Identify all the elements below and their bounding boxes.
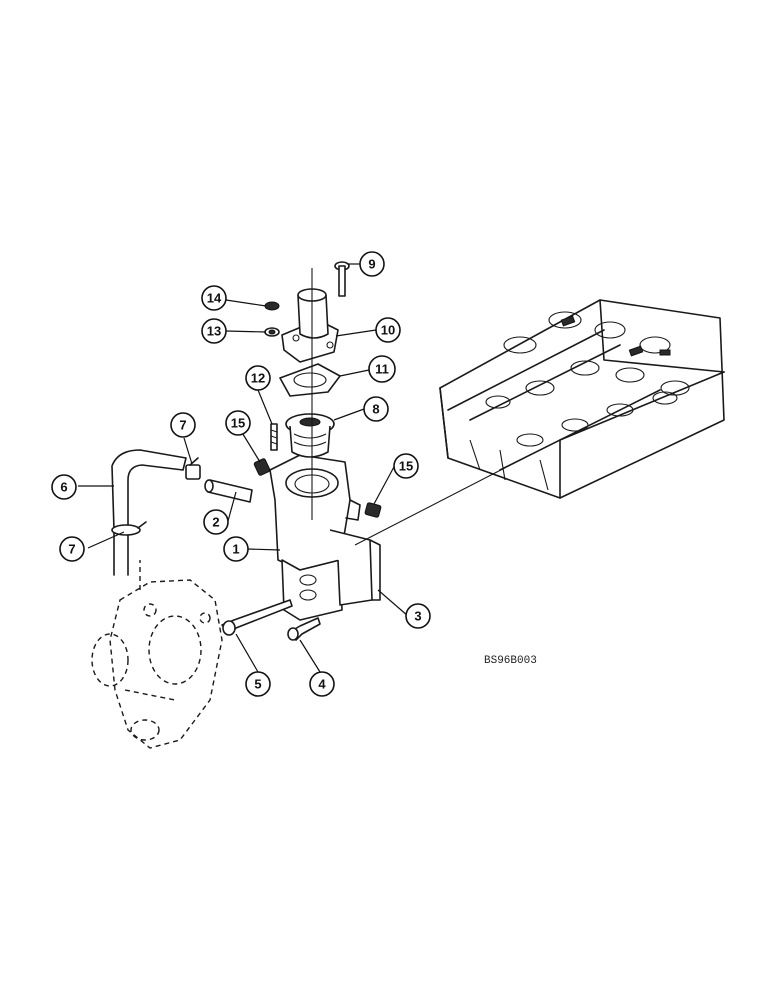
- hose-clamp-upper: [185, 457, 201, 480]
- nut: [264, 301, 280, 311]
- leader-3: [377, 589, 409, 617]
- leader-7b: [87, 531, 125, 549]
- callout-2: 2: [203, 509, 229, 535]
- drawing-code: BS96B003: [484, 655, 537, 667]
- svg-text:4: 4: [318, 677, 326, 692]
- svg-text:8: 8: [372, 402, 379, 417]
- svg-text:5: 5: [254, 677, 261, 692]
- callout-1: 1: [223, 536, 249, 562]
- thermostat: [285, 413, 335, 458]
- callout-6: 6: [51, 474, 77, 500]
- stud-long: [270, 423, 278, 451]
- callout-15-left: 15: [225, 410, 251, 436]
- callout-7-lower: 7: [59, 536, 85, 562]
- svg-text:7: 7: [179, 418, 186, 433]
- washer: [264, 327, 280, 337]
- callout-5: 5: [245, 671, 271, 697]
- bolt-short: [287, 617, 321, 641]
- svg-text:7: 7: [68, 542, 75, 557]
- svg-text:3: 3: [414, 609, 421, 624]
- bypass-hose: [111, 449, 187, 576]
- leader-4: [299, 639, 321, 673]
- svg-text:2: 2: [212, 515, 219, 530]
- svg-text:6: 6: [60, 480, 67, 495]
- callout-3: 3: [405, 603, 431, 629]
- leader-12: [257, 389, 273, 425]
- leader-13: [225, 330, 267, 333]
- leader-10: [339, 369, 370, 377]
- svg-text:15: 15: [399, 459, 413, 474]
- svg-text:12: 12: [251, 371, 265, 386]
- svg-text:9: 9: [368, 257, 375, 272]
- svg-text:14: 14: [207, 291, 222, 306]
- callout-11: 9: [359, 251, 385, 277]
- bolt-long: [221, 599, 293, 636]
- leader-9: [335, 329, 377, 337]
- callout-7-upper: 7: [170, 412, 196, 438]
- callout-10: 11: [368, 355, 396, 383]
- leader-8: [333, 408, 365, 421]
- water-pump-housing: [91, 560, 223, 749]
- leader-7a: [183, 437, 193, 465]
- stud-left: [253, 458, 271, 476]
- svg-text:13: 13: [207, 324, 221, 339]
- bolt-outlet: [334, 261, 350, 297]
- callout-15-right: 15: [393, 453, 419, 479]
- callout-14: 14: [201, 285, 227, 311]
- callout-8: 8: [363, 396, 389, 422]
- thermostat-housing: [269, 454, 381, 621]
- gasket: [279, 363, 341, 397]
- leader-14: [225, 299, 267, 307]
- leader-5: [235, 633, 259, 673]
- stud-right: [364, 502, 382, 518]
- callout-9: 10: [375, 317, 401, 343]
- callout-13: 13: [201, 318, 227, 344]
- callout-4: 4: [309, 671, 335, 697]
- svg-text:10: 10: [381, 323, 395, 338]
- svg-text:1: 1: [232, 542, 239, 557]
- engine-cylinder-head: [439, 299, 725, 499]
- leader-1: [247, 548, 281, 551]
- leader-2: [227, 491, 237, 522]
- leader-15b: [373, 464, 396, 505]
- water-outlet-elbow: [281, 288, 339, 363]
- bypass-tube: [204, 479, 253, 503]
- svg-text:11: 11: [375, 362, 389, 377]
- svg-text:15: 15: [231, 416, 245, 431]
- hose-clamp-lower: [111, 521, 147, 536]
- callout-12: 12: [245, 365, 271, 391]
